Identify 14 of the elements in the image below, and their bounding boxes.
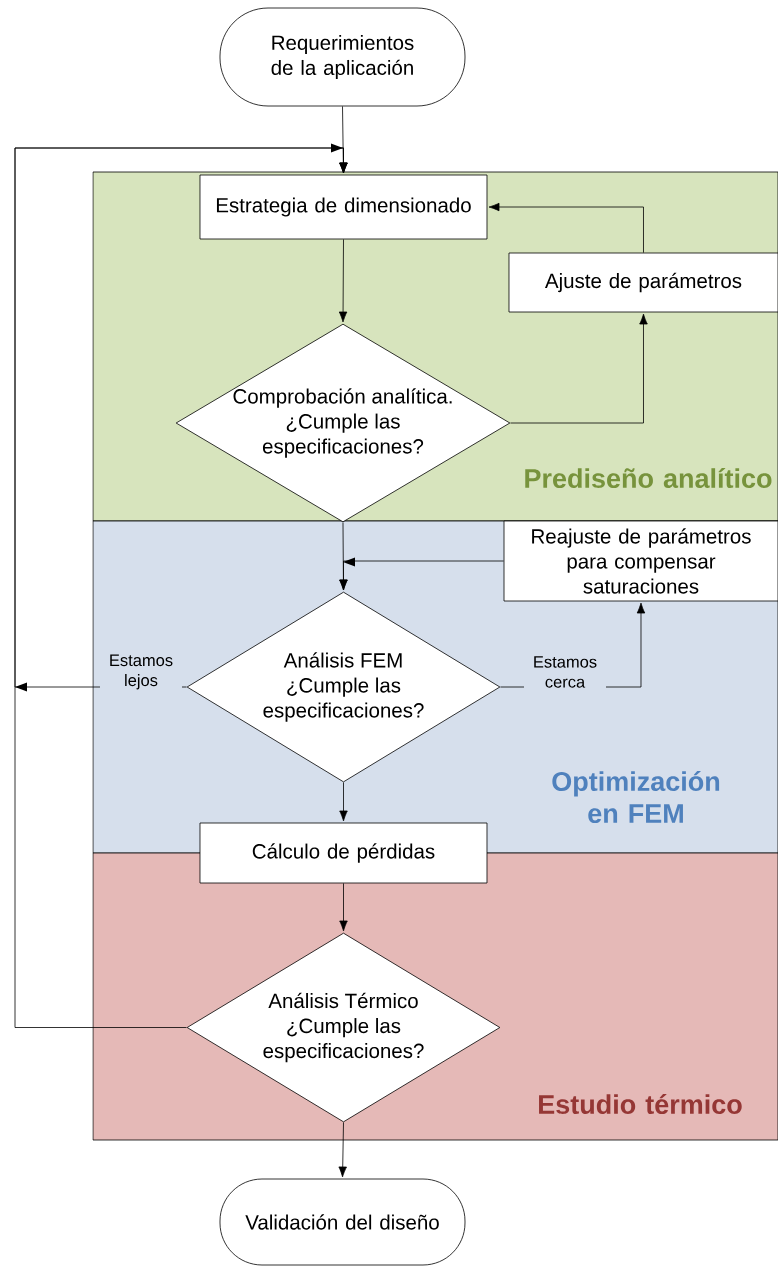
- arrow: [338, 1122, 347, 1178]
- process-box: Estrategia de dimensionado: [199, 174, 488, 240]
- arrow: [338, 239, 348, 323]
- arrow: [488, 202, 644, 253]
- process-box: Reajuste de parámetros para compensar saturaciones: [503, 520, 778, 602]
- edge-label: Estamos cerca: [524, 655, 606, 689]
- arrow: [339, 782, 348, 822]
- arrow: [510, 313, 648, 424]
- edge-label: Estamos lejos: [100, 653, 182, 691]
- arrow: [339, 883, 348, 932]
- process-box: Cálculo de pérdidas: [199, 822, 488, 884]
- arrow: [339, 557, 504, 591]
- arrow: [14, 143, 348, 1028]
- process-box: Ajuste de parámetros: [508, 252, 778, 313]
